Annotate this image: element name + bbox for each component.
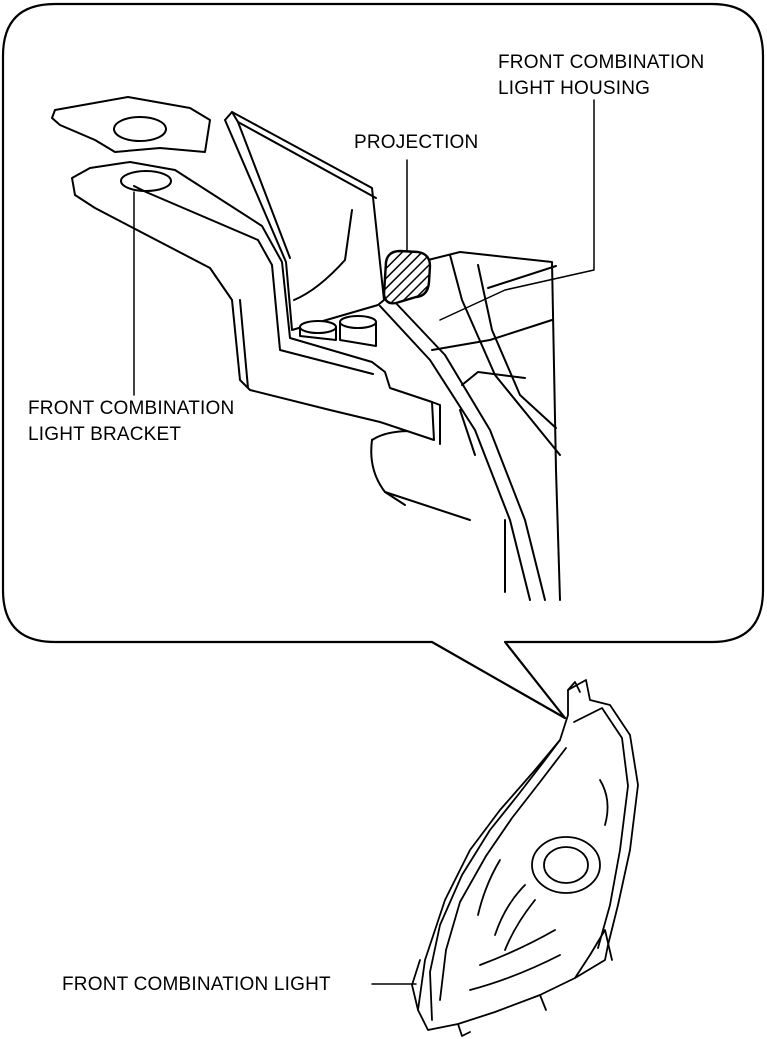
bracket-label-line2: LIGHT BRACKET <box>28 424 182 445</box>
bracket-drawing <box>51 96 441 445</box>
bracket-label-line1: FRONT COMBINATION <box>28 398 235 419</box>
housing-label-line1: FRONT COMBINATION <box>498 52 705 73</box>
callout-bubble <box>1 2 765 720</box>
leader-lines <box>133 99 595 985</box>
projection-hatched <box>382 249 432 305</box>
housing-boss-drawing <box>370 430 471 521</box>
projection-label: PROJECTION <box>354 132 479 153</box>
light-housing-drawing <box>379 251 561 601</box>
light-label: FRONT COMBINATION LIGHT <box>62 974 331 995</box>
housing-label-line2: LIGHT HOUSING <box>498 78 651 99</box>
front-combination-light-drawing <box>411 679 639 1037</box>
